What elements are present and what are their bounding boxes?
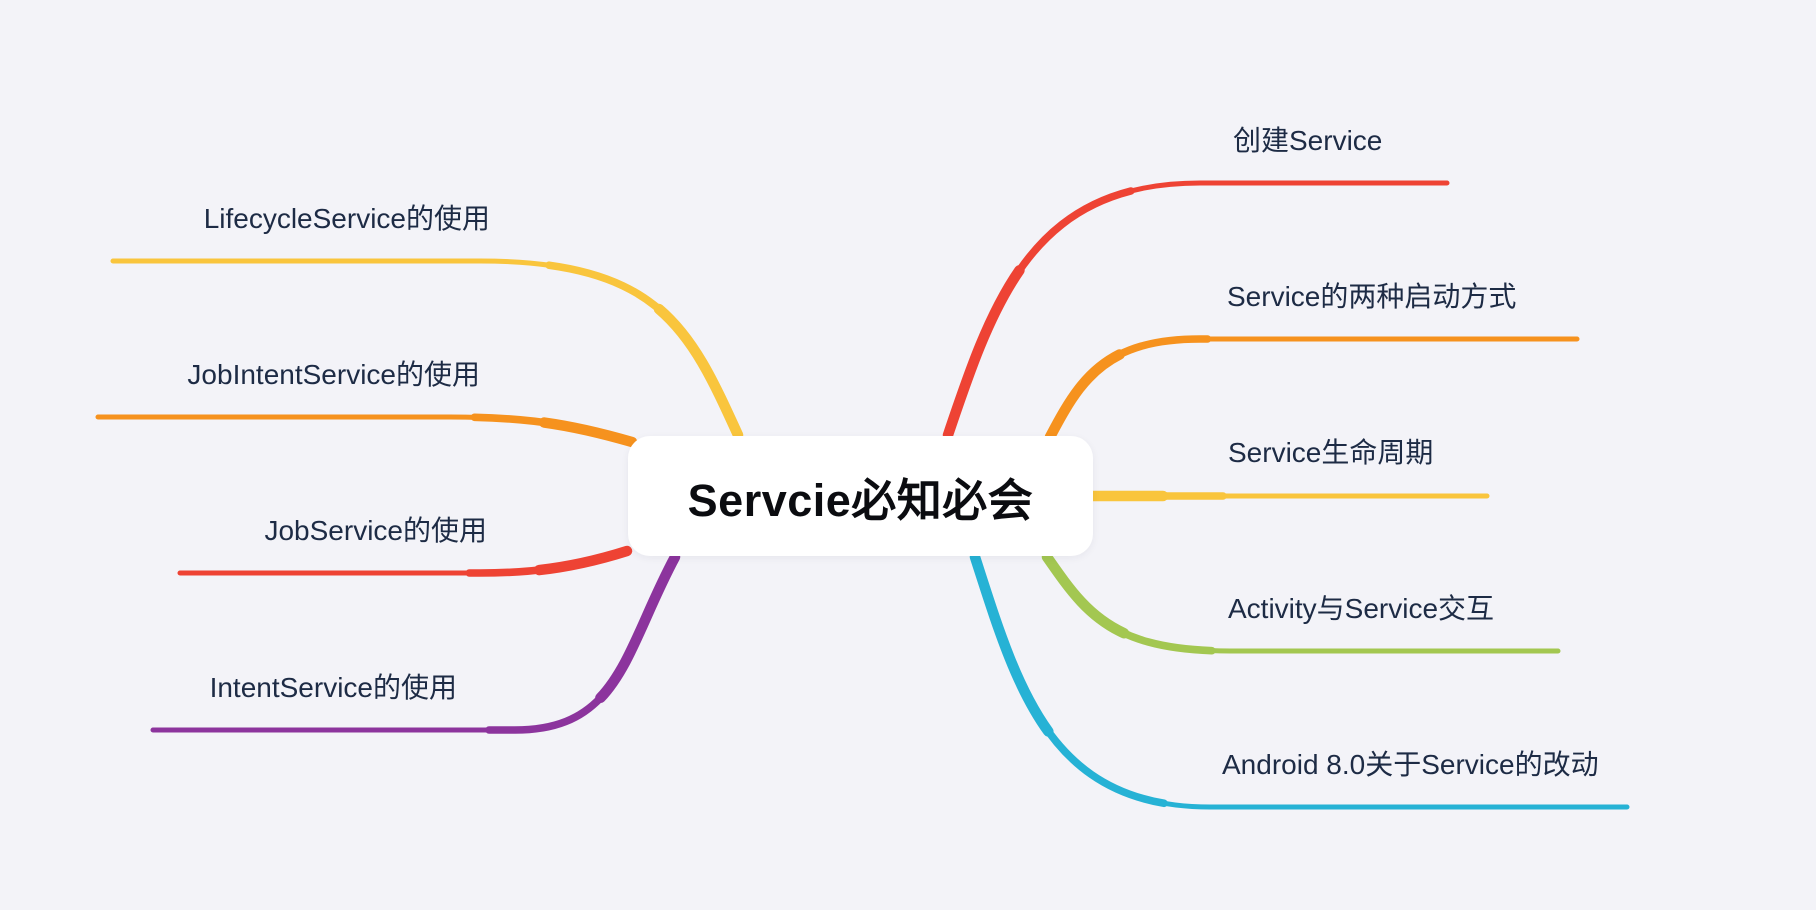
topic-label-create-service[interactable]: 创建Service: [1233, 125, 1383, 157]
topic-label-service-start-modes[interactable]: Service的两种启动方式: [1227, 281, 1517, 313]
topic-label-service-lifecycle[interactable]: Service生命周期: [1228, 437, 1434, 469]
branch-curve-lifecycle-service: [107, 255, 744, 441]
topic-label-lifecycle-service[interactable]: LifecycleService的使用: [203, 203, 490, 235]
central-topic-label: Servcie必知必会: [687, 474, 1034, 526]
branch-curve-service-start-modes: [1044, 333, 1583, 443]
branch-curve-intent-service: [147, 551, 681, 736]
central-topic-node[interactable]: Servcie必知必会: [628, 436, 1093, 556]
branch-curve-lifecycle-service: [109, 257, 742, 439]
topic-label-job-service[interactable]: JobService的使用: [264, 515, 487, 547]
topic-label-activity-service-interaction[interactable]: Activity与Service交互: [1228, 593, 1495, 625]
topic-label-job-intent-service[interactable]: JobIntentService的使用: [187, 359, 480, 391]
branch-curve-android8-service-changes: [969, 551, 1633, 813]
branch-curve-job-service: [174, 545, 633, 579]
branch-curve-job-intent-service: [92, 411, 638, 448]
topic-label-android8-service-changes[interactable]: Android 8.0关于Service的改动: [1222, 749, 1599, 781]
branch-curve-service-start-modes: [1046, 335, 1581, 441]
topic-label-intent-service[interactable]: IntentService的使用: [209, 672, 457, 704]
branch-curve-lifecycle-service: [110, 258, 741, 438]
branch-curve-activity-service-interaction: [1041, 551, 1564, 657]
branch-curve-create-service: [942, 177, 1453, 441]
